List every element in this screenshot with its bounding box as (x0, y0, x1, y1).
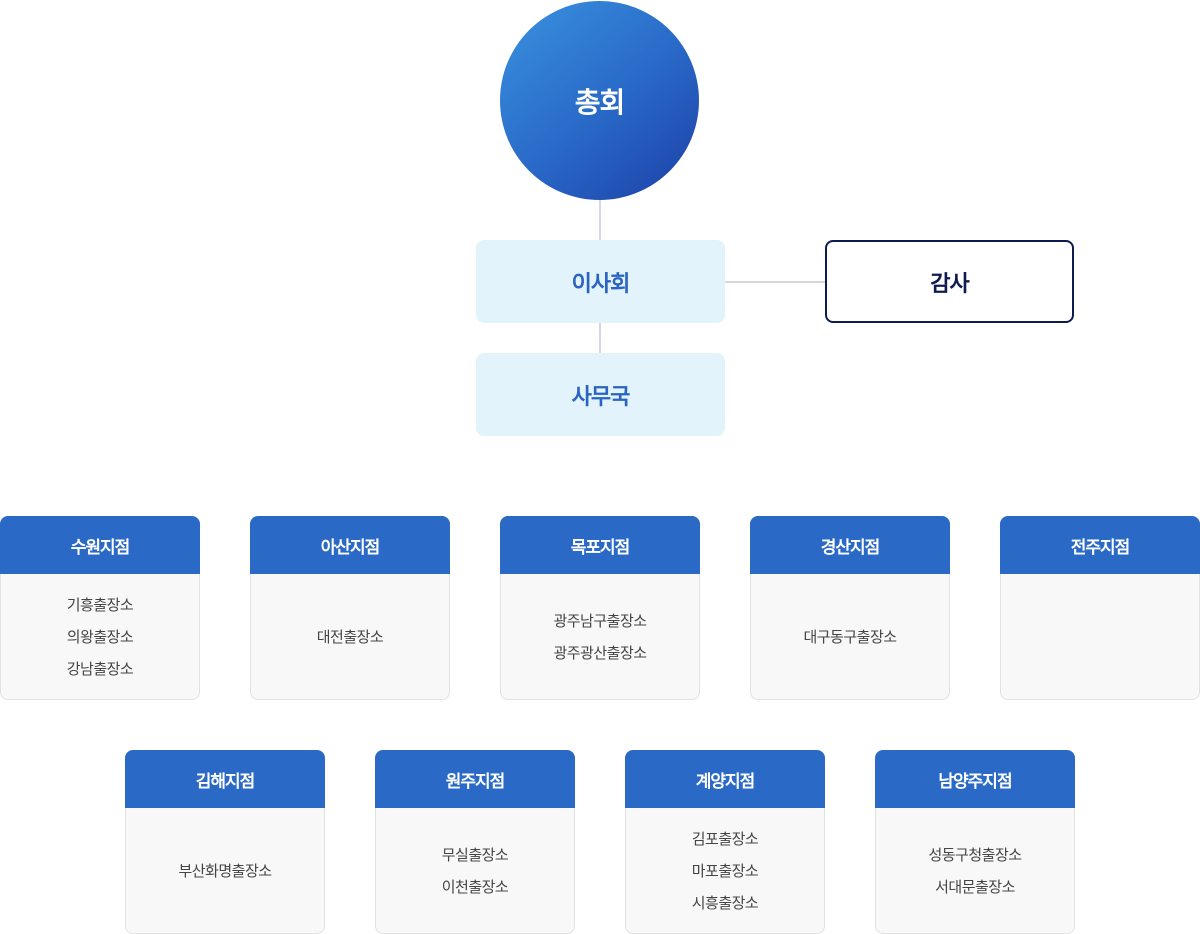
general-assembly-node: 총회 (500, 1, 699, 200)
branch-name: 수원지점 (70, 537, 131, 558)
office-item: 이천출장소 (441, 877, 509, 896)
branch-card-gyeongsan: 경산지점 대구동구출장소 (750, 516, 950, 700)
branch-header: 경산지점 (750, 516, 950, 574)
branch-office-list (1000, 574, 1200, 700)
branch-name: 계양지점 (695, 771, 756, 792)
branch-card-suwon: 수원지점 기흥출장소 의왕출장소 강남출장소 (0, 516, 200, 700)
branch-office-list: 대구동구출장소 (750, 574, 950, 700)
connector-assembly-board (599, 200, 601, 240)
branch-card-namyangju: 남양주지점 성동구청출장소 서대문출장소 (875, 750, 1075, 934)
branch-card-gimhae: 김해지점 부산화명출장소 (125, 750, 325, 934)
general-assembly-label: 총회 (574, 85, 626, 119)
branch-header: 김해지점 (125, 750, 325, 808)
branch-name: 목포지점 (570, 537, 631, 558)
connector-board-audit (725, 281, 825, 283)
office-item: 서대문출장소 (935, 877, 1015, 896)
office-item: 부산화명출장소 (178, 861, 272, 880)
branch-header: 전주지점 (1000, 516, 1200, 574)
office-item: 성동구청출장소 (928, 845, 1022, 864)
branch-name: 원주지점 (445, 771, 506, 792)
branch-office-list: 무실출장소 이천출장소 (375, 808, 575, 934)
branch-office-list: 성동구청출장소 서대문출장소 (875, 808, 1075, 934)
secretariat-label: 사무국 (571, 384, 631, 410)
branch-office-list: 부산화명출장소 (125, 808, 325, 934)
branch-card-wonju: 원주지점 무실출장소 이천출장소 (375, 750, 575, 934)
branch-office-list: 기흥출장소 의왕출장소 강남출장소 (0, 574, 200, 700)
office-item: 의왕출장소 (66, 627, 134, 646)
audit-node: 감사 (825, 240, 1074, 323)
office-item: 시흥출장소 (691, 893, 759, 912)
branch-header: 목포지점 (500, 516, 700, 574)
branch-office-list: 김포출장소 마포출장소 시흥출장소 (625, 808, 825, 934)
branch-card-gyeyang: 계양지점 김포출장소 마포출장소 시흥출장소 (625, 750, 825, 934)
branch-card-mokpo: 목포지점 광주남구출장소 광주광산출장소 (500, 516, 700, 700)
branch-header: 계양지점 (625, 750, 825, 808)
branch-name: 전주지점 (1070, 537, 1131, 558)
board-label: 이사회 (571, 271, 631, 297)
office-item: 무실출장소 (441, 845, 509, 864)
connector-board-secretariat (599, 323, 601, 353)
branch-header: 원주지점 (375, 750, 575, 808)
board-node: 이사회 (476, 240, 725, 323)
office-item: 강남출장소 (66, 659, 134, 678)
branch-header: 남양주지점 (875, 750, 1075, 808)
branch-name: 남양주지점 (938, 771, 1012, 792)
branch-header: 아산지점 (250, 516, 450, 574)
office-item: 김포출장소 (691, 829, 759, 848)
branch-card-asan: 아산지점 대전출장소 (250, 516, 450, 700)
audit-label: 감사 (930, 271, 969, 297)
office-item: 대구동구출장소 (803, 627, 897, 646)
branch-office-list: 광주남구출장소 광주광산출장소 (500, 574, 700, 700)
branch-office-list: 대전출장소 (250, 574, 450, 700)
office-item: 마포출장소 (691, 861, 759, 880)
office-item: 대전출장소 (316, 627, 384, 646)
secretariat-node: 사무국 (476, 353, 725, 436)
branch-header: 수원지점 (0, 516, 200, 574)
branch-name: 김해지점 (195, 771, 256, 792)
office-item: 기흥출장소 (66, 595, 134, 614)
office-item: 광주남구출장소 (553, 611, 647, 630)
branch-name: 아산지점 (320, 537, 381, 558)
branch-name: 경산지점 (820, 537, 881, 558)
office-item: 광주광산출장소 (553, 643, 647, 662)
branch-card-jeonju: 전주지점 (1000, 516, 1200, 700)
